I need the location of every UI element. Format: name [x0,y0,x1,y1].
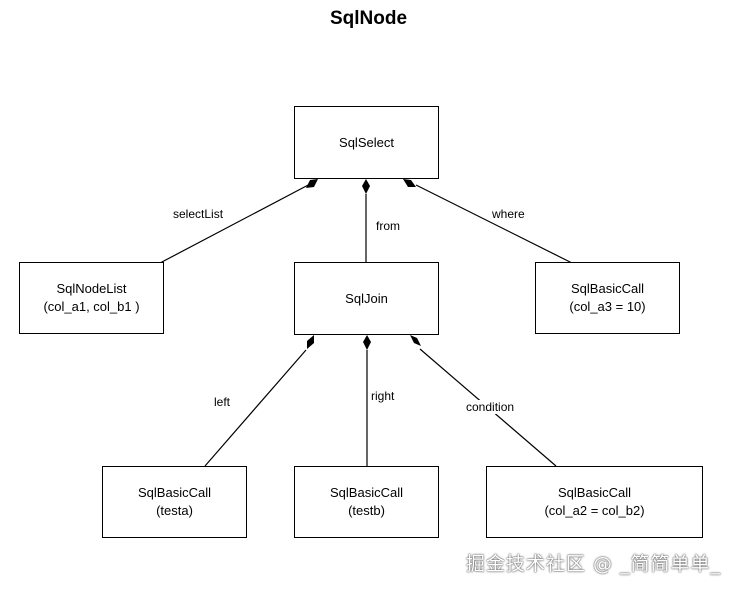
diamond-where [403,179,416,187]
node-sqljoin-label: SqlJoin [345,290,388,306]
node-sqlnodelist-detail: (col_a1, col_b1 ) [43,299,140,314]
node-where-call: SqlBasicCall (col_a3 = 10) [535,262,680,334]
edge-where [415,184,573,264]
node-condition-call-detail: (col_a2 = col_b2) [544,503,645,518]
diamond-select-list [306,179,318,188]
node-sqlnodelist: SqlNodeList (col_a1, col_b1 ) [19,262,164,334]
node-right-call-label: SqlBasicCall [330,485,403,500]
edge-label-from: from [376,219,400,233]
node-condition-call: SqlBasicCall (col_a2 = col_b2) [486,466,703,538]
node-where-call-detail: (col_a3 = 10) [569,299,646,314]
node-left-call-label: SqlBasicCall [138,485,211,500]
node-left-call-detail: (testa) [156,503,193,518]
node-sqlnodelist-label: SqlNodeList [56,281,127,296]
node-where-call-label: SqlBasicCall [571,281,644,296]
diamond-from [362,179,370,194]
edge-left [204,349,307,467]
edge-label-right: right [371,389,395,403]
node-sqlselect-label: SqlSelect [339,134,394,150]
node-right-call: SqlBasicCall (testb) [294,466,439,538]
edge-select-list [159,182,313,264]
edge-label-where: where [492,207,525,221]
node-right-call-detail: (testb) [348,503,385,518]
edge-label-left: left [214,395,231,409]
diamond-condition [410,335,421,346]
node-condition-call-label: SqlBasicCall [558,485,631,500]
diamond-right [363,335,371,350]
edge-label-condition: condition [466,400,515,414]
diamond-left [307,335,314,349]
watermark-text: 掘金技术社区 @ _简简单单_ [465,553,721,575]
node-sqlselect: SqlSelect [294,106,439,179]
node-left-call: SqlBasicCall (testa) [102,466,247,538]
diagram-title: SqlNode [329,8,408,29]
node-sqljoin: SqlJoin [294,262,439,335]
edge-label-selectlist: selectList [173,207,224,221]
